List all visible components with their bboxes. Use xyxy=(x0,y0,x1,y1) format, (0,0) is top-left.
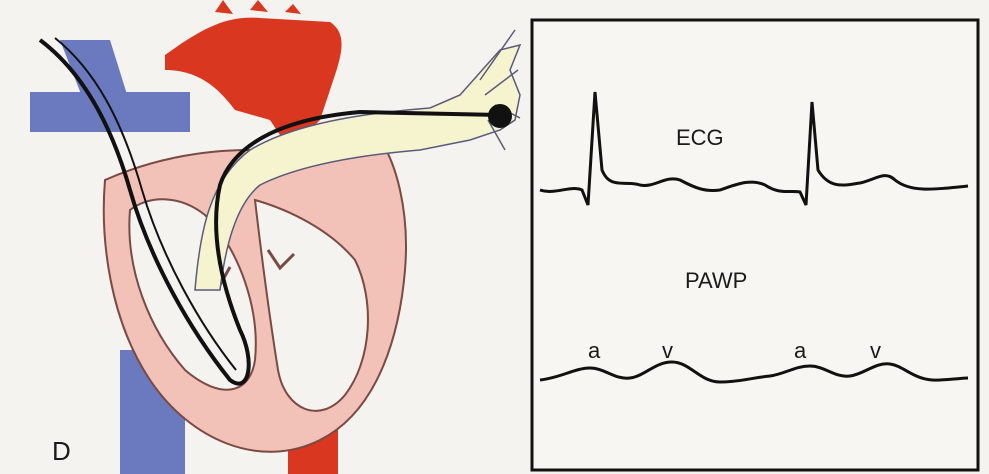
ecg-label: ECG xyxy=(676,125,724,151)
trace-panel xyxy=(532,20,978,470)
pawp-label: PAWP xyxy=(685,268,747,294)
balloon-tip-icon xyxy=(488,104,512,128)
pawp-wave-v-label: v xyxy=(662,338,673,364)
pawp-wave-a-label: a xyxy=(794,338,806,364)
pawp-wave-a-label: a xyxy=(588,338,600,364)
panel-letter: D xyxy=(52,436,71,467)
pawp-wave-v-label: v xyxy=(870,338,881,364)
